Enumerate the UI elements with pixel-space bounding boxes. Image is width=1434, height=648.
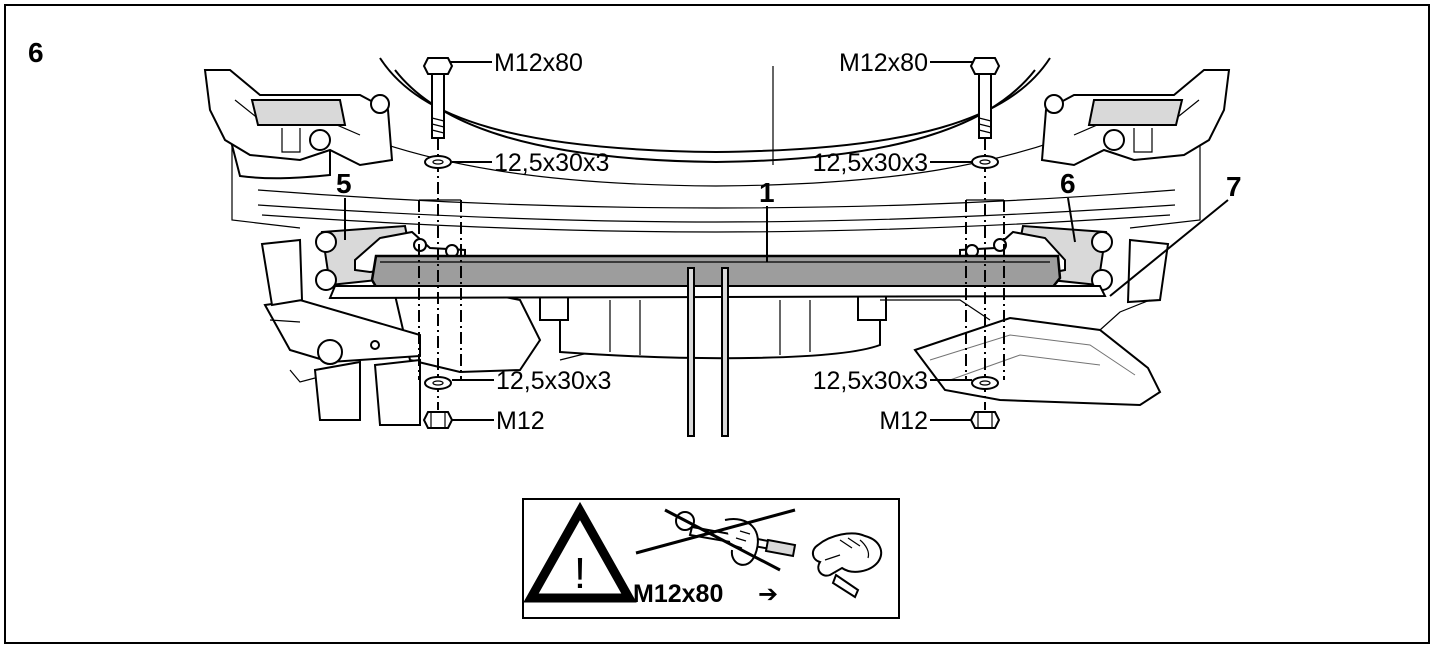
- part-number-bracket-right: 6: [1060, 168, 1076, 199]
- label-bolt-left: M12x80: [494, 49, 583, 77]
- washer-bottom-right: [971, 376, 999, 390]
- label-bolt-right: M12x80: [839, 49, 928, 77]
- label-washer-top-right: 12,5x30x3: [813, 149, 928, 177]
- part-number-bracket-left: 5: [336, 168, 352, 199]
- nut-left: [422, 411, 454, 429]
- warning-arrow: ➔: [758, 580, 778, 608]
- washer-bottom-left: [424, 376, 452, 390]
- label-nut-left: M12: [496, 407, 545, 435]
- torque-wrench-crossed-icon: [635, 508, 797, 572]
- nut-right: [969, 411, 1001, 429]
- vehicle-underbody: [260, 238, 1170, 426]
- warning-text: M12x80: [633, 580, 723, 608]
- label-washer-top-left: 12,5x30x3: [494, 149, 609, 177]
- step-number: 6: [28, 37, 44, 68]
- crossbar-beam: [328, 254, 1107, 300]
- hand-tighten-icon: [812, 532, 883, 599]
- center-rods: [687, 267, 729, 437]
- label-washer-bottom-right: 12,5x30x3: [813, 367, 928, 395]
- label-nut-right: M12: [879, 407, 928, 435]
- warning-box: ! M12x80 ➔: [522, 498, 900, 619]
- cover-panel: [913, 316, 1162, 407]
- fastener-stack-right: [930, 57, 1005, 429]
- washer-top-right: [971, 155, 999, 169]
- bolt-left: [422, 57, 454, 139]
- washer-top-left: [424, 155, 452, 169]
- label-washer-bottom-left: 12,5x30x3: [496, 367, 611, 395]
- fastener-stack-left: [418, 57, 494, 429]
- part-number-cover: 7: [1226, 171, 1242, 202]
- vehicle-rear-body: [203, 57, 1231, 233]
- part-number-crossbar: 1: [759, 177, 775, 208]
- bolt-right: [969, 57, 1001, 139]
- svg-text:!: !: [574, 549, 586, 598]
- warning-triangle-icon: !: [523, 501, 637, 603]
